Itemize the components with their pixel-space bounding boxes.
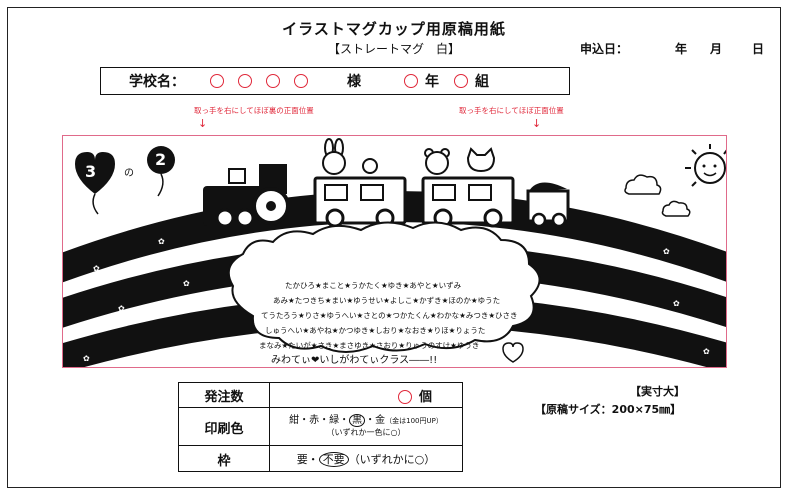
apply-month: 月	[710, 42, 723, 56]
note-back-position: 取っ手を右にしてほぼ裏の正面位置	[194, 106, 314, 115]
color-gold: ・金	[365, 415, 386, 426]
apply-date-label: 申込日：	[580, 42, 629, 56]
order-table: 発注数 個 印刷色 紺・赤・緑・黒・金（金は100円UP） （いずれか一色に○）…	[178, 382, 463, 472]
grade-label: 年	[425, 74, 439, 90]
rainbow-train-illustration: ✿ ✿ ✿ ✿ ✿ ✿ ✿ ✿ ✿	[63, 138, 726, 367]
apply-day: 日	[752, 42, 765, 56]
sun-icon	[685, 144, 726, 187]
qty-row: 発注数 個	[179, 383, 462, 407]
svg-text:✿: ✿	[673, 299, 680, 308]
color-instruction: （いずれか一色に○）	[326, 428, 406, 437]
school-sama: 様	[347, 74, 361, 90]
sheet-frame	[7, 7, 781, 488]
note-front-position: 取っ手を右にしてほぼ正面位置	[459, 106, 564, 115]
svg-text:✿: ✿	[118, 304, 125, 313]
apply-year: 年	[675, 42, 688, 56]
class-blank[interactable]	[447, 73, 475, 89]
student-names: たかひろ★まこと★うかたく★ゆき★あやと★いずみ あみ★たつきち★まい★ゆうせい…	[259, 278, 518, 353]
bird-icon	[362, 158, 378, 174]
school-name-blanks[interactable]	[203, 73, 315, 89]
frame-options[interactable]: 要・不要（いずれかに○）	[270, 451, 462, 467]
class-message: みわてぃ❤いしがわてぃクラス――!!	[271, 355, 438, 366]
svg-text:✿: ✿	[183, 279, 190, 288]
balloon-no: の	[124, 168, 134, 179]
bear-icon	[424, 148, 450, 175]
color-list: 紺・赤・緑・	[289, 415, 350, 426]
school-label: 学校名：	[129, 74, 185, 90]
page-title: イラストマグカップ用原稿用紙	[282, 20, 506, 38]
arrow-down-icon: ↓	[198, 117, 208, 130]
svg-text:✿: ✿	[83, 354, 90, 363]
svg-text:✿: ✿	[158, 237, 165, 246]
balloon-number-left: 3	[85, 162, 97, 181]
train-icon	[203, 164, 570, 228]
manuscript-size: 【原稿サイズ：200×75㎜】	[535, 403, 682, 416]
class-label: 組	[475, 74, 489, 90]
cat-icon	[466, 147, 496, 173]
arrow-down-icon: ↓	[532, 117, 542, 130]
frame-instruction: （いずれかに○）	[348, 453, 436, 466]
svg-text:✿: ✿	[663, 247, 670, 256]
color-gold-note: （金は100円UP）	[385, 417, 443, 425]
school-name-box: 学校名： 様 年 組	[100, 67, 570, 95]
color-label: 印刷色	[179, 408, 270, 446]
svg-text:✿: ✿	[703, 347, 710, 356]
frame-yes[interactable]: 要・	[296, 453, 319, 466]
page-subtitle: 【ストレートマグ 白】	[327, 42, 460, 56]
rabbit-icon	[322, 138, 346, 175]
names-line: あみ★たつきち★まい★ゆうせい★よしこ★かずき★ほのか★ゆうた	[273, 296, 501, 305]
qty-unit: 個	[418, 389, 432, 405]
artwork-area: ✿ ✿ ✿ ✿ ✿ ✿ ✿ ✿ ✿	[62, 135, 727, 368]
frame-row: 枠 要・不要（いずれかに○）	[179, 445, 462, 472]
names-line: しゅうへい★あやね★かつゆき★しおり★なおき★りほ★りょうた	[265, 326, 486, 335]
qty-field[interactable]: 個	[270, 386, 462, 405]
qty-label: 発注数	[179, 383, 270, 407]
svg-text:✿: ✿	[628, 262, 635, 271]
frame-label: 枠	[179, 446, 270, 472]
names-line: たかひろ★まこと★うかたく★ゆき★あやと★いずみ	[285, 281, 462, 290]
names-line: てうたろう★りさ★ゆうへい★さとの★つかたくん★わかな★みつき★ひさき	[261, 311, 518, 320]
balloon-number-right: 2	[155, 150, 167, 169]
names-line: まなみ★たいが★さき★まさゆき★さおり★りゅうのすけ★ゆうき	[259, 341, 480, 350]
svg-text:✿: ✿	[93, 264, 100, 273]
actual-size-label: 【実寸大】	[630, 385, 685, 398]
color-row: 印刷色 紺・赤・緑・黒・金（金は100円UP） （いずれか一色に○）	[179, 407, 462, 446]
color-options[interactable]: 紺・赤・緑・黒・金（金は100円UP） （いずれか一色に○）	[270, 414, 462, 439]
grade-blank[interactable]	[397, 73, 425, 89]
frame-no-selected[interactable]: 不要	[318, 452, 349, 467]
color-selected-black[interactable]: 黒	[349, 414, 366, 427]
